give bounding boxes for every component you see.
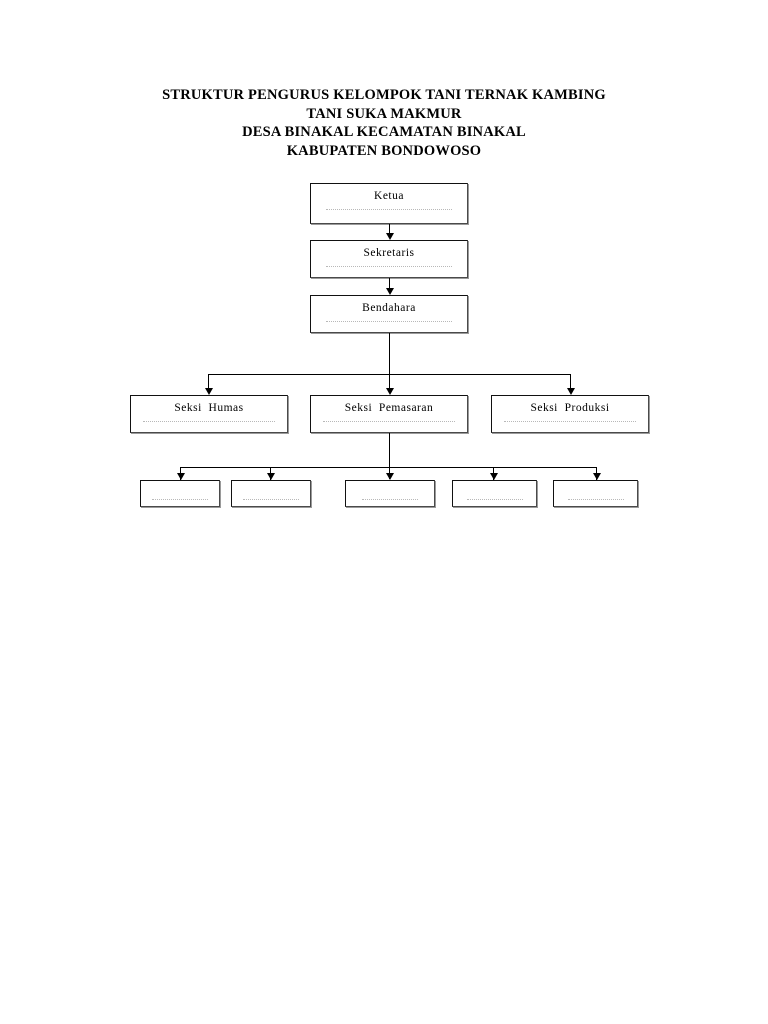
node-seksi-produksi-label: Seksi Produksi [530,402,610,414]
node-ketua[interactable]: Ketua [310,183,468,224]
arrowhead-member-3 [386,473,394,480]
connector-member-bus [180,467,597,468]
node-sekretaris[interactable]: Sekretaris [310,240,468,278]
node-bendahara[interactable]: Bendahara [310,295,468,333]
arrowhead-member-2 [267,473,275,480]
node-seksi-pemasaran[interactable]: Seksi Pemasaran [310,395,468,433]
connector-bus-to-pemasaran [389,374,390,391]
node-seksi-pemasaran-name-rule [323,421,455,422]
node-member-2[interactable] [231,480,311,507]
node-member-4-name-rule [466,499,523,500]
node-member-5-name-rule [567,499,624,500]
node-member-1[interactable] [140,480,220,507]
node-member-5[interactable] [553,480,638,507]
node-member-2-name-rule [243,499,299,500]
arrowhead-seksi-humas [205,388,213,395]
node-member-4[interactable] [452,480,537,507]
node-member-1-name-rule [152,499,208,500]
node-ketua-name-rule [326,209,452,210]
arrowhead-member-5 [593,473,601,480]
connector-bus-to-produksi [570,374,571,391]
connector-ketua-to-sekretaris [389,224,390,235]
connector-bus-to-humas [208,374,209,391]
node-seksi-humas-name-rule [143,421,275,422]
title-line-3: DESA BINAKAL KECAMATAN BINAKAL [242,124,526,140]
node-ketua-label: Ketua [374,190,404,202]
title-line-1: STRUKTUR PENGURUS KELOMPOK TANI TERNAK K… [162,87,606,103]
arrowhead-seksi-produksi [567,388,575,395]
arrowhead-sekretaris [386,233,394,240]
connector-sekretaris-to-bendahara [389,278,390,289]
connector-bendahara-drop [389,333,390,374]
node-bendahara-name-rule [326,321,452,322]
arrowhead-bendahara [386,288,394,295]
node-seksi-humas-label: Seksi Humas [174,402,244,414]
node-seksi-produksi-name-rule [504,421,636,422]
arrowhead-seksi-pemasaran [386,388,394,395]
node-member-3[interactable] [345,480,435,507]
connector-pemasaran-drop [389,433,390,479]
arrowhead-member-4 [490,473,498,480]
node-seksi-produksi[interactable]: Seksi Produksi [491,395,649,433]
node-bendahara-label: Bendahara [362,302,416,314]
title-line-2: TANI SUKA MAKMUR [306,105,462,122]
node-sekretaris-name-rule [326,266,452,267]
node-seksi-pemasaran-label: Seksi Pemasaran [344,402,434,414]
title-line-4: KABUPATEN BONDOWOSO [286,142,482,159]
node-member-3-name-rule [362,499,418,500]
arrowhead-member-1 [177,473,185,480]
document-title: STRUKTUR PENGURUS KELOMPOK TANI TERNAK K… [0,86,768,160]
node-seksi-humas[interactable]: Seksi Humas [130,395,288,433]
node-sekretaris-label: Sekretaris [363,247,415,259]
